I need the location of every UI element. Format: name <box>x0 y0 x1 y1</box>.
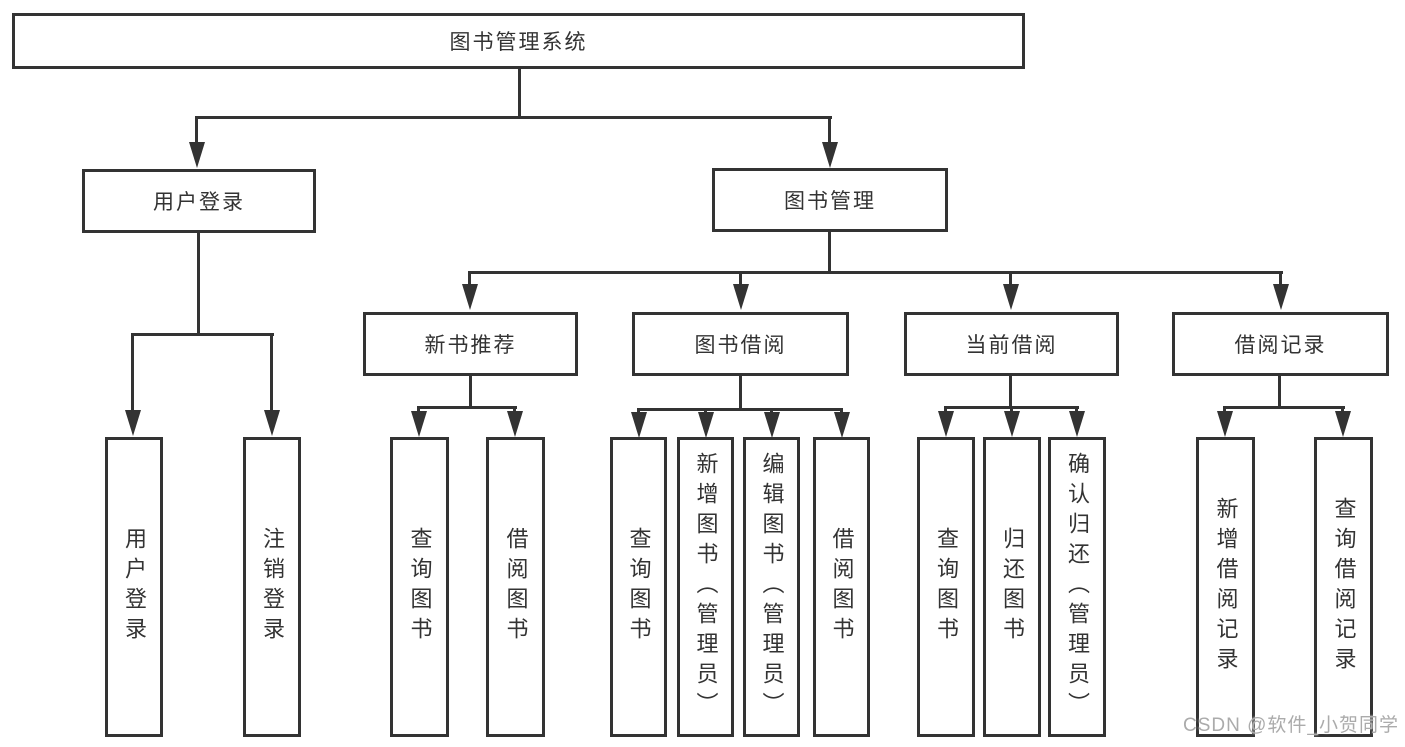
leaf-logout: 注销登录 <box>243 437 301 737</box>
connector-drop-borrow-records <box>1279 271 1282 285</box>
connector-new-book-stem <box>469 374 472 409</box>
connector-borrow-records-rail <box>1223 406 1345 409</box>
connector-drop-br-query <box>1341 406 1344 414</box>
connector-drop-br-add <box>1223 406 1226 414</box>
leaf-br-add-record-label: 新增借阅记录 <box>1213 497 1239 677</box>
leaf-bb-query-books-label: 查询图书 <box>626 527 652 647</box>
node-library-system: 图书管理系统 <box>12 13 1025 69</box>
connector-root-rail <box>196 116 832 119</box>
csdn-watermark: CSDN @软件_小贺同学 <box>1183 715 1399 736</box>
arrowhead-br-query-icon <box>1335 411 1351 437</box>
connector-new-book-rail <box>417 406 517 409</box>
node-user-login-label: 用户登录 <box>153 191 245 214</box>
node-borrowing-records: 借阅记录 <box>1172 312 1389 376</box>
leaf-br-query-record-label: 查询借阅记录 <box>1331 497 1357 677</box>
leaf-logout-label: 注销登录 <box>260 527 285 647</box>
leaf-bb-add-books-admin: 新增图书（管理员） <box>677 437 734 737</box>
node-book-borrowing: 图书借阅 <box>632 312 849 376</box>
leaf-cb-confirm-return-admin: 确认归还（管理员） <box>1048 437 1106 737</box>
node-book-borrowing-label: 图书借阅 <box>694 334 787 357</box>
arrowhead-borrow-records-icon <box>1273 284 1289 310</box>
leaf-nb-borrow-books-label: 借阅图书 <box>503 527 529 647</box>
leaf-user-login-label: 用户登录 <box>122 527 147 647</box>
leaf-bb-borrow-books: 借阅图书 <box>813 437 870 737</box>
connector-drop-user-login <box>195 116 198 146</box>
leaf-nb-query-books: 查询图书 <box>390 437 449 737</box>
connector-drop-book-borrow <box>739 271 742 285</box>
node-book-management: 图书管理 <box>712 168 948 232</box>
node-borrowing-records-label: 借阅记录 <box>1234 334 1327 357</box>
arrowhead-leaf-logout-icon <box>264 410 280 436</box>
connector-drop-nb-query <box>417 406 420 414</box>
arrowhead-bb-borrow-icon <box>834 412 850 438</box>
node-book-management-label: 图书管理 <box>784 190 876 213</box>
leaf-br-add-record: 新增借阅记录 <box>1196 437 1255 737</box>
connector-book-borrow-stem <box>739 374 742 411</box>
leaf-cb-query-books: 查询图书 <box>917 437 975 737</box>
arrowhead-nb-borrow-icon <box>507 411 523 437</box>
connector-drop-new-book <box>468 271 471 285</box>
arrowhead-br-add-icon <box>1217 411 1233 437</box>
node-new-book-recommend: 新书推荐 <box>363 312 578 376</box>
connector-book-mgmt-stem <box>828 230 831 274</box>
arrowhead-cb-confirm-icon <box>1069 411 1085 437</box>
connector-drop-cb-query <box>944 406 947 414</box>
arrowhead-current-borrow-icon <box>1003 284 1019 310</box>
arrowhead-cb-query-icon <box>938 411 954 437</box>
connector-book-borrow-rail <box>637 408 843 411</box>
arrowhead-user-login-icon <box>189 142 205 168</box>
connector-book-mgmt-rail <box>469 271 1283 274</box>
arrowhead-book-borrow-icon <box>733 284 749 310</box>
leaf-bb-edit-books-admin-label: 编辑图书（管理员） <box>759 452 785 722</box>
arrowhead-nb-query-icon <box>411 411 427 437</box>
leaf-bb-edit-books-admin: 编辑图书（管理员） <box>743 437 800 737</box>
connector-borrow-records-stem <box>1278 374 1281 409</box>
leaf-user-login: 用户登录 <box>105 437 163 737</box>
leaf-br-query-record: 查询借阅记录 <box>1314 437 1373 737</box>
connector-user-login-rail <box>131 333 274 336</box>
leaf-bb-add-books-admin-label: 新增图书（管理员） <box>693 452 719 722</box>
connector-drop-book-management <box>828 116 831 146</box>
connector-user-login-stem <box>197 231 200 335</box>
arrowhead-cb-return-icon <box>1004 411 1020 437</box>
leaf-bb-borrow-books-label: 借阅图书 <box>829 527 855 647</box>
arrowhead-bb-query-icon <box>631 412 647 438</box>
arrowhead-bb-add-icon <box>698 412 714 438</box>
arrowhead-new-book-icon <box>462 284 478 310</box>
leaf-nb-borrow-books: 借阅图书 <box>486 437 545 737</box>
connector-root-stem <box>518 66 521 118</box>
connector-drop-leaf-logout <box>270 333 273 410</box>
connector-current-borrow-stem <box>1009 374 1012 409</box>
node-new-book-recommend-label: 新书推荐 <box>424 334 517 357</box>
arrowhead-book-management-icon <box>822 142 838 168</box>
leaf-cb-return-books: 归还图书 <box>983 437 1041 737</box>
leaf-cb-confirm-return-admin-label: 确认归还（管理员） <box>1065 452 1090 722</box>
leaf-cb-return-books-label: 归还图书 <box>1000 527 1025 647</box>
node-library-system-label: 图书管理系统 <box>449 31 588 54</box>
connector-drop-current-borrow <box>1009 271 1012 285</box>
connector-drop-cb-confirm <box>1075 406 1078 414</box>
leaf-cb-query-books-label: 查询图书 <box>934 527 959 647</box>
node-current-borrowing: 当前借阅 <box>904 312 1119 376</box>
arrowhead-leaf-login-icon <box>125 410 141 436</box>
leaf-nb-query-books-label: 查询图书 <box>407 527 433 647</box>
node-user-login: 用户登录 <box>82 169 316 233</box>
connector-drop-nb-borrow <box>513 406 516 414</box>
arrowhead-bb-edit-icon <box>764 412 780 438</box>
connector-drop-leaf-login <box>131 333 134 410</box>
connector-drop-cb-return <box>1010 406 1013 414</box>
node-current-borrowing-label: 当前借阅 <box>965 334 1058 357</box>
leaf-bb-query-books: 查询图书 <box>610 437 667 737</box>
